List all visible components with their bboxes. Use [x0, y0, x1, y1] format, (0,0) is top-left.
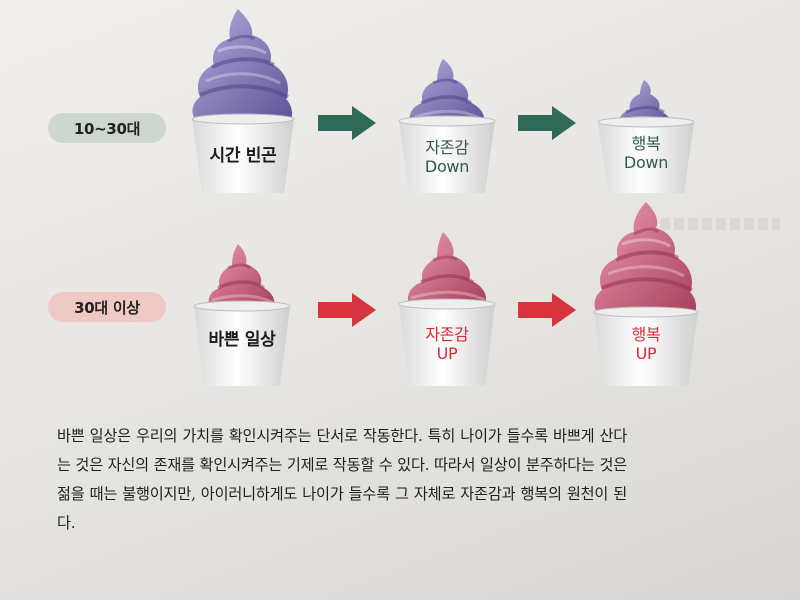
cup-label-self-esteem-up: 자존감 UP [397, 325, 497, 363]
arrow-right-green-2 [518, 106, 576, 140]
row-label-10-30s: 10~30대 [48, 113, 166, 143]
arrow-right-red-2 [518, 293, 576, 327]
cup-label-line: Down [424, 157, 470, 177]
cup-label-self-esteem-down: 자존감 Down [397, 138, 497, 176]
cup-label-line: Down [623, 153, 669, 173]
cup-label-line: 행복 [631, 325, 661, 344]
cup-label-line: UP [635, 344, 657, 364]
body-paragraph: 바쁜 일상은 우리의 가치를 확인시켜주는 단서로 작동한다. 특히 나이가 들… [57, 427, 627, 532]
cup-label-line: 시간 빈곤 [209, 146, 277, 166]
ice-cream-cup-happiness-down [597, 80, 695, 193]
cup-label-line: 행복 [631, 134, 661, 153]
cup-label-happiness-down: 행복 Down [596, 134, 696, 172]
arrow-right-red-1 [318, 293, 376, 327]
cup-label-line: 자존감 [425, 325, 469, 344]
arrow-right-green-1 [318, 106, 376, 140]
cup-label-line: 자존감 [425, 138, 469, 157]
ice-cream-cup-happiness-up [593, 202, 699, 386]
ice-cream-cup-self-esteem-down [398, 59, 496, 193]
ice-cream-cup-busy-daily-life [193, 244, 291, 386]
cup-label-line: UP [436, 344, 458, 364]
cup-label-happiness-up: 행복 UP [596, 325, 696, 363]
row-label-30s-plus: 30대 이상 [48, 292, 166, 322]
faint-bleed-through-text [660, 218, 780, 230]
ice-cream-cup-self-esteem-up [398, 232, 496, 386]
cup-label-busy-daily-life: 바쁜 일상 [192, 330, 292, 350]
cup-label-time-poverty: 시간 빈곤 [192, 146, 294, 166]
ice-cream-cup-time-poverty [191, 9, 295, 193]
cup-label-line: 바쁜 일상 [208, 330, 276, 350]
